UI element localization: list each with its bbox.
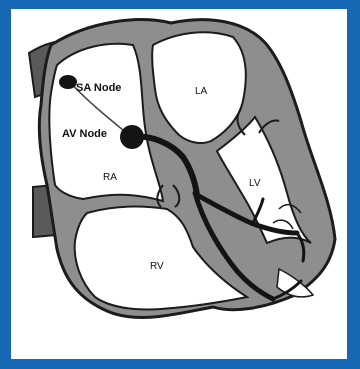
rv-label: RV <box>150 261 164 272</box>
lv-label: LV <box>249 178 261 189</box>
sa-node-marker <box>59 75 77 89</box>
diagram-panel: SA Node AV Node RA LA LV RV <box>11 9 347 359</box>
heart-conduction-diagram: SA Node AV Node RA LA LV RV <box>11 9 347 359</box>
av-node-label: AV Node <box>62 128 107 140</box>
la-label: LA <box>195 86 208 97</box>
sa-node-label: SA Node <box>76 82 121 94</box>
av-node-marker <box>120 125 144 149</box>
ra-label: RA <box>103 172 117 183</box>
